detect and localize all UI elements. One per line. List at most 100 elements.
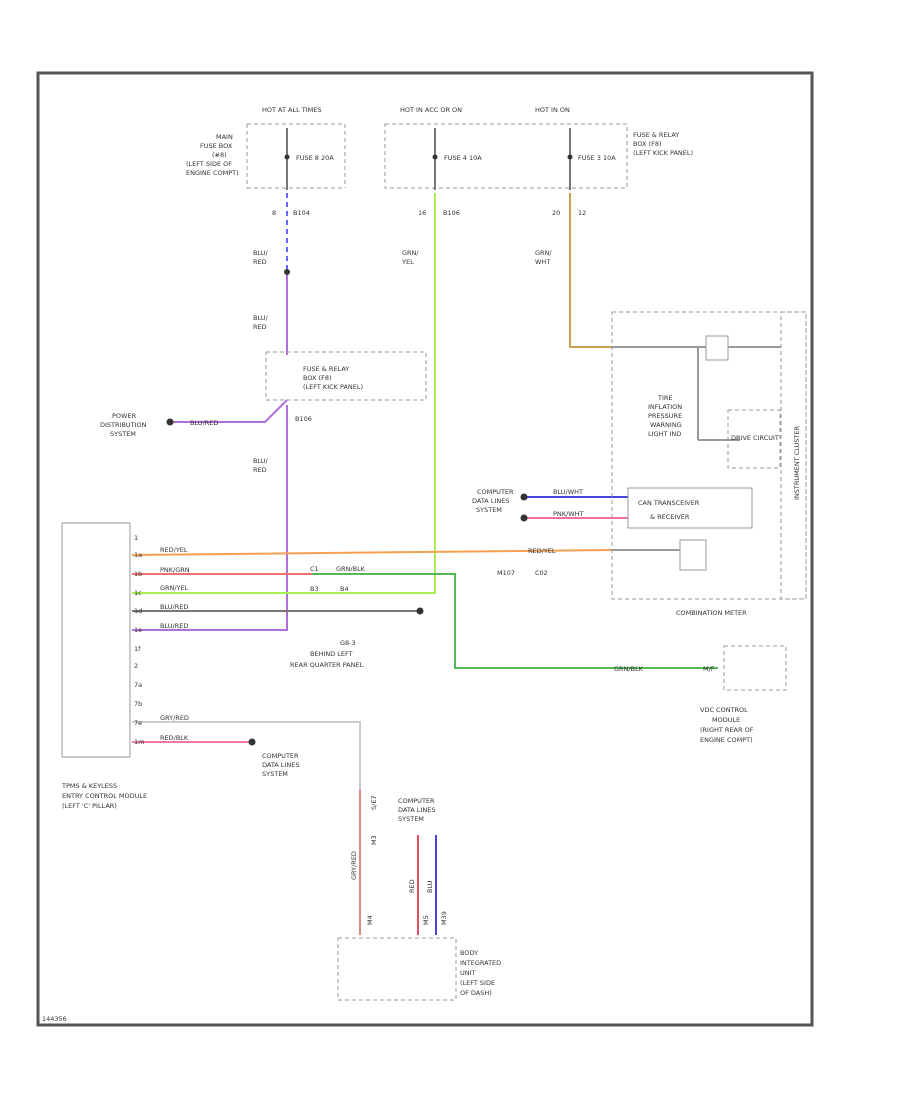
tpms-label-2: PRESSURE bbox=[648, 412, 682, 420]
meter-side-label: INSTRUMENT CLUSTER bbox=[793, 425, 801, 500]
bcm-title-3: (LEFT SIDE bbox=[460, 979, 495, 987]
module-pin-8: 7a bbox=[134, 681, 142, 689]
b4-label: B4 bbox=[340, 585, 349, 593]
red-yel-meter-label: RED/YEL bbox=[528, 547, 556, 555]
module-title-2: (LEFT 'C' PILLAR) bbox=[62, 802, 117, 810]
module-wire-3: GRN/YEL bbox=[160, 584, 189, 592]
hot-label-1: HOT AT ALL TIMES bbox=[262, 106, 322, 114]
pdist-label-0: POWER bbox=[112, 412, 137, 420]
bcm-pin-4: M5 bbox=[422, 915, 430, 925]
relay-box-mid-label-0: FUSE & RELAY bbox=[303, 365, 349, 373]
module-box bbox=[61, 522, 131, 758]
pdist-arrow-icon bbox=[166, 418, 174, 426]
module-pin-2: 1b bbox=[134, 570, 142, 578]
module-cdl-0: COMPUTER bbox=[262, 752, 299, 760]
grn-yel-label-b: YEL bbox=[401, 258, 414, 266]
module-pin-5: 1e bbox=[134, 626, 142, 634]
wire-paths bbox=[131, 193, 718, 935]
module-pin-3: 1c bbox=[134, 589, 142, 597]
fuse-8-icon bbox=[284, 154, 290, 160]
module-pin-11: 1m bbox=[134, 738, 144, 746]
bcm-pin-1: S/E7 bbox=[370, 795, 378, 810]
module-wire-2: PNK/GRN bbox=[160, 566, 190, 574]
cdl-arrow-icon-1 bbox=[520, 493, 528, 501]
c1-label: C1 bbox=[310, 565, 319, 573]
main-fuse-box-label-2: (#8) bbox=[212, 151, 227, 159]
tpms-label-0: TIRE bbox=[657, 394, 673, 402]
m107-label: M107 bbox=[497, 569, 515, 577]
relay-box-mid-label-2: (LEFT KICK PANEL) bbox=[303, 383, 363, 391]
fuse-3-label: FUSE 3 10A bbox=[578, 154, 616, 162]
conn-label-1: B104 bbox=[293, 209, 310, 217]
module-pin-4: 1d bbox=[134, 607, 142, 615]
blu-red-label-2a: BLU/ bbox=[253, 314, 269, 322]
pnk-wht-label: PNK/WHT bbox=[553, 510, 584, 518]
cdl-arrow-icon-3 bbox=[248, 738, 256, 746]
bcm-red-label: RED bbox=[408, 879, 416, 893]
module-title-1: ENTRY CONTROL MODULE bbox=[62, 792, 147, 800]
hot-label-2: HOT IN ACC OR ON bbox=[400, 106, 462, 114]
tpms-keyless-module: 1 1a 1b 1c 1d 1e 1f 2 7a 7b 7e 1m RED/YE… bbox=[61, 522, 366, 810]
meter-title: COMBINATION METER bbox=[676, 609, 747, 617]
fuse-4-icon bbox=[432, 154, 438, 160]
tpms-label-3: WARNING bbox=[650, 421, 682, 429]
module-title-0: TPMS & KEYLESS bbox=[61, 782, 117, 790]
pdist-wire-label: BLU/RED bbox=[190, 419, 218, 427]
main-fuse-box-label-0: MAIN bbox=[216, 133, 233, 141]
pin-label-2: 16 bbox=[418, 209, 426, 217]
bcm-cdl-0: COMPUTER bbox=[398, 797, 435, 805]
splice-dot-1 bbox=[284, 269, 290, 275]
ground-arrow-icon bbox=[416, 607, 424, 615]
blu-red-label-2b: RED bbox=[253, 323, 267, 331]
module-pin-9: 7b bbox=[134, 700, 142, 708]
grn-blk-label: GRN/BLK bbox=[336, 565, 366, 573]
conn-label-2: B106 bbox=[443, 209, 460, 217]
pin-label-3: 20 bbox=[552, 209, 560, 217]
pdist-label-2: SYSTEM bbox=[110, 430, 136, 438]
drive-circuit-label: DRIVE CIRCUIT bbox=[731, 434, 779, 442]
vdc-box bbox=[723, 645, 787, 691]
bcm-blu-label: BLU bbox=[426, 880, 434, 893]
body-integrated-unit: BODY INTEGRATED UNIT (LEFT SIDE OF DASH)… bbox=[337, 795, 501, 1001]
ground-g-label: G8-3 bbox=[340, 639, 356, 647]
can-label-1: & RECEIVER bbox=[650, 513, 690, 521]
meter-side-strip bbox=[780, 311, 807, 600]
fuse-8-label: FUSE 8 20A bbox=[296, 154, 334, 162]
main-fuse-box-label-3: (LEFT SIDE OF bbox=[186, 160, 232, 168]
pin-label-1: 8 bbox=[272, 209, 276, 217]
can-transceiver-box bbox=[627, 487, 753, 529]
module-cdl-2: SYSTEM bbox=[262, 770, 288, 778]
relay-box-mid-outline bbox=[265, 351, 427, 401]
drive-circuit-box bbox=[727, 409, 781, 469]
module-wire-6: GRY/RED bbox=[160, 714, 189, 722]
blu-red-wire-pdist bbox=[172, 399, 288, 423]
blu-red-wire-lower bbox=[132, 405, 288, 631]
bcm-pin-3: M4 bbox=[366, 915, 374, 925]
red-yel-wire bbox=[131, 549, 613, 556]
bcm-cdl-1: DATA LINES bbox=[398, 806, 435, 814]
module-cdl-1: DATA LINES bbox=[262, 761, 299, 769]
module-wire-1: RED/YEL bbox=[160, 546, 188, 554]
can-label-0: CAN TRANSCEIVER bbox=[638, 499, 700, 507]
wire-labels: BLU/ RED BLU/ RED BLU/ RED GRN/ YEL GRN/… bbox=[100, 249, 552, 474]
ground-label-0: BEHIND LEFT bbox=[310, 650, 353, 658]
fuse-section: HOT AT ALL TIMES HOT IN ACC OR ON HOT IN… bbox=[186, 106, 693, 217]
relay-box-label-1: BOX (F8) bbox=[633, 140, 662, 148]
grn-yel-label-a: GRN/ bbox=[402, 249, 419, 257]
footer-code: 144356 bbox=[42, 1015, 67, 1023]
bcm-pin-5: M39 bbox=[440, 911, 448, 925]
fuse-4-label: FUSE 4 10A bbox=[444, 154, 482, 162]
meter-cdl-0: COMPUTER bbox=[477, 488, 514, 496]
blu-red-label-1a: BLU/ bbox=[253, 249, 269, 257]
c02-label: C02 bbox=[535, 569, 548, 577]
combination-meter: INSTRUMENT CLUSTER DRIVE CIRCUIT TIRE IN… bbox=[472, 311, 807, 617]
cdl-arrow-icon-2 bbox=[520, 514, 528, 522]
relay-box-label-0: FUSE & RELAY bbox=[633, 131, 679, 139]
blu-red-label-3a: BLU/ bbox=[253, 457, 269, 465]
vdc-pin-label: M/F bbox=[703, 665, 715, 673]
bcm-cdl-2: SYSTEM bbox=[398, 815, 424, 823]
vdc-title-3: ENGINE COMPT) bbox=[700, 736, 753, 744]
tpms-label-4: LIGHT IND bbox=[648, 430, 681, 438]
pdist-label-1: DISTRIBUTION bbox=[100, 421, 147, 429]
